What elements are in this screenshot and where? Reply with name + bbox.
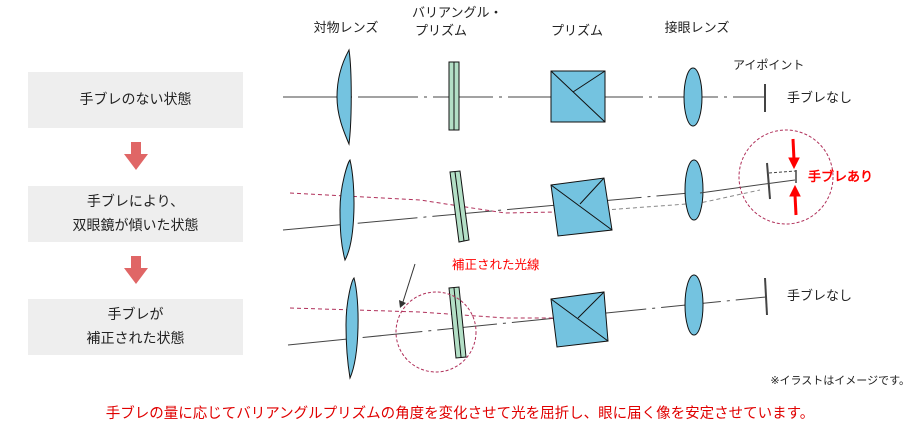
state-label: 手ブレが xyxy=(107,307,164,323)
corrected-ray-label: 補正された光線 xyxy=(452,257,540,272)
state-label: 手ブレのない状態 xyxy=(79,92,192,108)
down-arrow-icon xyxy=(124,256,148,284)
corrected-light-ray xyxy=(289,307,555,319)
optical-axis xyxy=(282,191,701,231)
objective-lens xyxy=(345,277,359,380)
state-label: 補正された状態 xyxy=(86,331,185,347)
state-box-corrected: 手ブレが 補正された状態 xyxy=(28,299,243,355)
prism-label: プリズム xyxy=(551,23,603,39)
result-no-shake: 手ブレなし xyxy=(787,90,852,106)
result-shake: 手ブレあり xyxy=(808,169,873,185)
illustration-note: ※イラストはイメージです。 xyxy=(770,374,910,387)
objective-lens xyxy=(339,159,355,262)
eyepiece-label: 接眼レンズ xyxy=(665,20,730,36)
objective-lens-label: 対物レンズ xyxy=(314,20,379,36)
row-corrected: 手ブレなし 補正された光線 xyxy=(287,257,852,380)
down-arrow-icon xyxy=(124,142,148,170)
highlight-circle xyxy=(395,291,477,373)
eyepiece-lens xyxy=(683,67,703,127)
variangle-prism-label: バリアングル・ xyxy=(412,6,502,21)
state-label: 双眼鏡が傾いた状態 xyxy=(72,218,199,234)
eyepiece-lens xyxy=(684,274,704,336)
state-label: 手ブレにより、 xyxy=(86,194,185,210)
light-ray xyxy=(289,192,556,214)
state-box-no-shake: 手ブレのない状態 xyxy=(28,72,243,128)
footer-caption: 手ブレの量に応じてバリアングルプリズムの角度を変化させて光を屈折し、眼に届く像を… xyxy=(105,406,815,422)
eyepoint-marker xyxy=(764,277,768,316)
pointer-arrow-icon xyxy=(401,263,416,306)
row-no-shake: 手ブレなし xyxy=(283,48,852,146)
shake-arrow-icon xyxy=(788,138,801,216)
variangle-prism-label-2: プリズム xyxy=(415,23,467,39)
objective-lens xyxy=(336,48,352,146)
eyepoint-marker xyxy=(766,162,771,200)
result-no-shake-corrected: 手ブレなし xyxy=(787,288,852,304)
eyepoint-label: アイポイント xyxy=(733,58,804,72)
eyepiece-lens xyxy=(684,159,704,221)
highlight-circle xyxy=(738,129,834,225)
state-box-tilted: 手ブレにより、 双眼鏡が傾いた状態 xyxy=(28,186,243,242)
row-tilted: 手ブレあり xyxy=(282,129,873,262)
